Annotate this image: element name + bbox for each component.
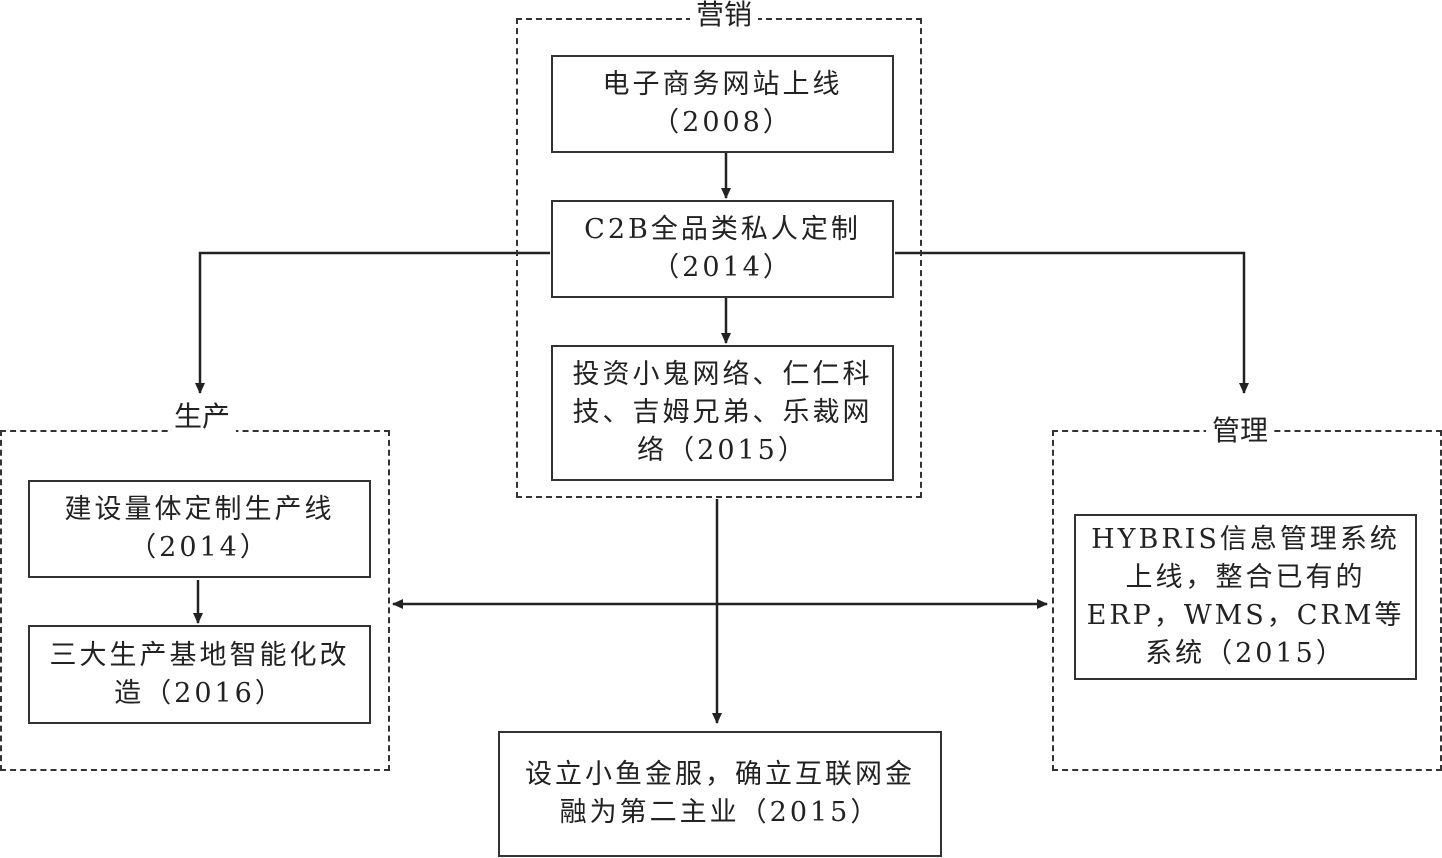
smart-bases-text: 三大生产基地智能化改 造（2016） [49, 639, 350, 709]
investment-text: 投资小鬼网络、仁仁科 技、吉姆兄弟、乐裁网 络（2015） [572, 359, 873, 466]
fintech-text: 设立小鱼金服，确立互联网金 融为第二主业（2015） [525, 759, 915, 828]
arrow-c2b-to-management [895, 251, 1249, 394]
marketing-group-label: 营销 [689, 0, 759, 30]
c2b-customization-box: C2B全品类私人定制 （2014） [551, 200, 894, 298]
production-group-label: 生产 [167, 402, 237, 432]
ecommerce-launch-box: 电子商务网站上线 （2008） [551, 55, 894, 153]
hybris-system-text: HYBRIS信息管理系统 上线，整合已有的 ERP，WMS，CRM等 系统（20… [1086, 524, 1405, 669]
smart-bases-box: 三大生产基地智能化改 造（2016） [28, 625, 371, 724]
custom-production-line-text: 建设量体定制生产线 （2014） [64, 494, 335, 563]
custom-production-line-box: 建设量体定制生产线 （2014） [28, 480, 371, 578]
arrow-c2b-to-production [195, 251, 550, 394]
c2b-customization-text: C2B全品类私人定制 （2014） [584, 214, 861, 283]
investment-box: 投资小鬼网络、仁仁科 技、吉姆兄弟、乐裁网 络（2015） [551, 345, 894, 481]
hybris-system-box: HYBRIS信息管理系统 上线，整合已有的 ERP，WMS，CRM等 系统（20… [1074, 514, 1417, 680]
ecommerce-launch-text: 电子商务网站上线 （2008） [602, 69, 843, 138]
management-group-label: 管理 [1205, 416, 1275, 446]
fintech-box: 设立小鱼金服，确立互联网金 融为第二主业（2015） [498, 731, 942, 857]
